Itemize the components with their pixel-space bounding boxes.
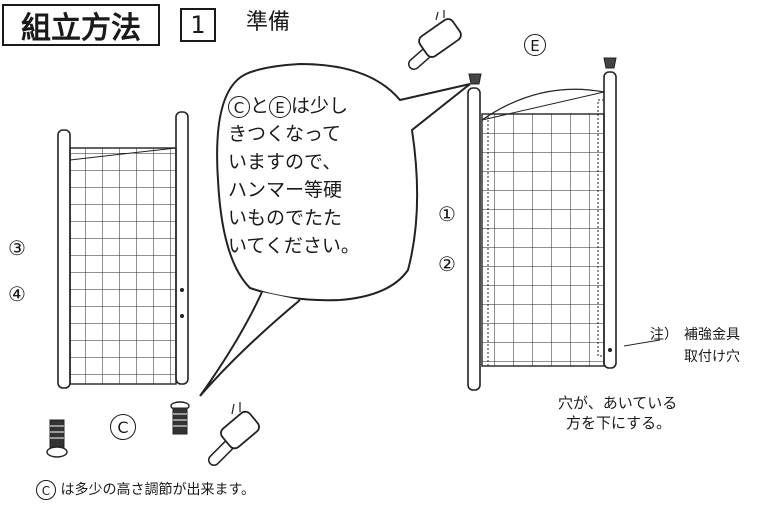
part-4-label: ④ [8, 282, 26, 306]
bubble-line3: いますので、 [228, 151, 342, 173]
step-number: 1 [180, 8, 216, 42]
note-prefix: 注） [650, 327, 678, 343]
part-3-label: ③ [8, 236, 26, 260]
bubble-line5: いものでたた [228, 207, 343, 229]
page-title: 組立方法 [2, 4, 160, 46]
bubble-line2: きつくなって [228, 123, 342, 145]
bubble-line1-b: は少し [291, 95, 349, 117]
left-gate-panel [57, 111, 189, 389]
bubble-line1-a: と [250, 95, 270, 117]
note-line1: 補強金具 [684, 327, 740, 343]
hammer-icon [208, 402, 260, 466]
part-e-label: E [524, 34, 546, 56]
part-c-note-marker: C [36, 480, 56, 500]
bubble-line6: いてください。 [228, 235, 360, 257]
hammer-icon [408, 10, 462, 70]
step-label: 準備 [246, 10, 291, 35]
hole-note-line1: 穴が、あいている [558, 394, 678, 412]
screw-icon [46, 419, 68, 458]
note-line2: 取付け穴 [684, 349, 740, 365]
speech-bubble [199, 62, 471, 397]
right-gate-panel [467, 57, 661, 391]
part-2-label: ② [438, 252, 456, 276]
part-1-label: ① [438, 202, 456, 226]
part-e-marker: E [269, 95, 292, 118]
screw-icon [170, 401, 190, 435]
part-c-marker: C [228, 95, 250, 118]
part-c-label: C [110, 414, 136, 440]
hole-note-line2: 方を下にする。 [566, 414, 672, 432]
bottom-note: は多少の高さ調節が出来ます。 [60, 482, 256, 498]
bubble-line4: ハンマー等硬 [228, 179, 343, 201]
